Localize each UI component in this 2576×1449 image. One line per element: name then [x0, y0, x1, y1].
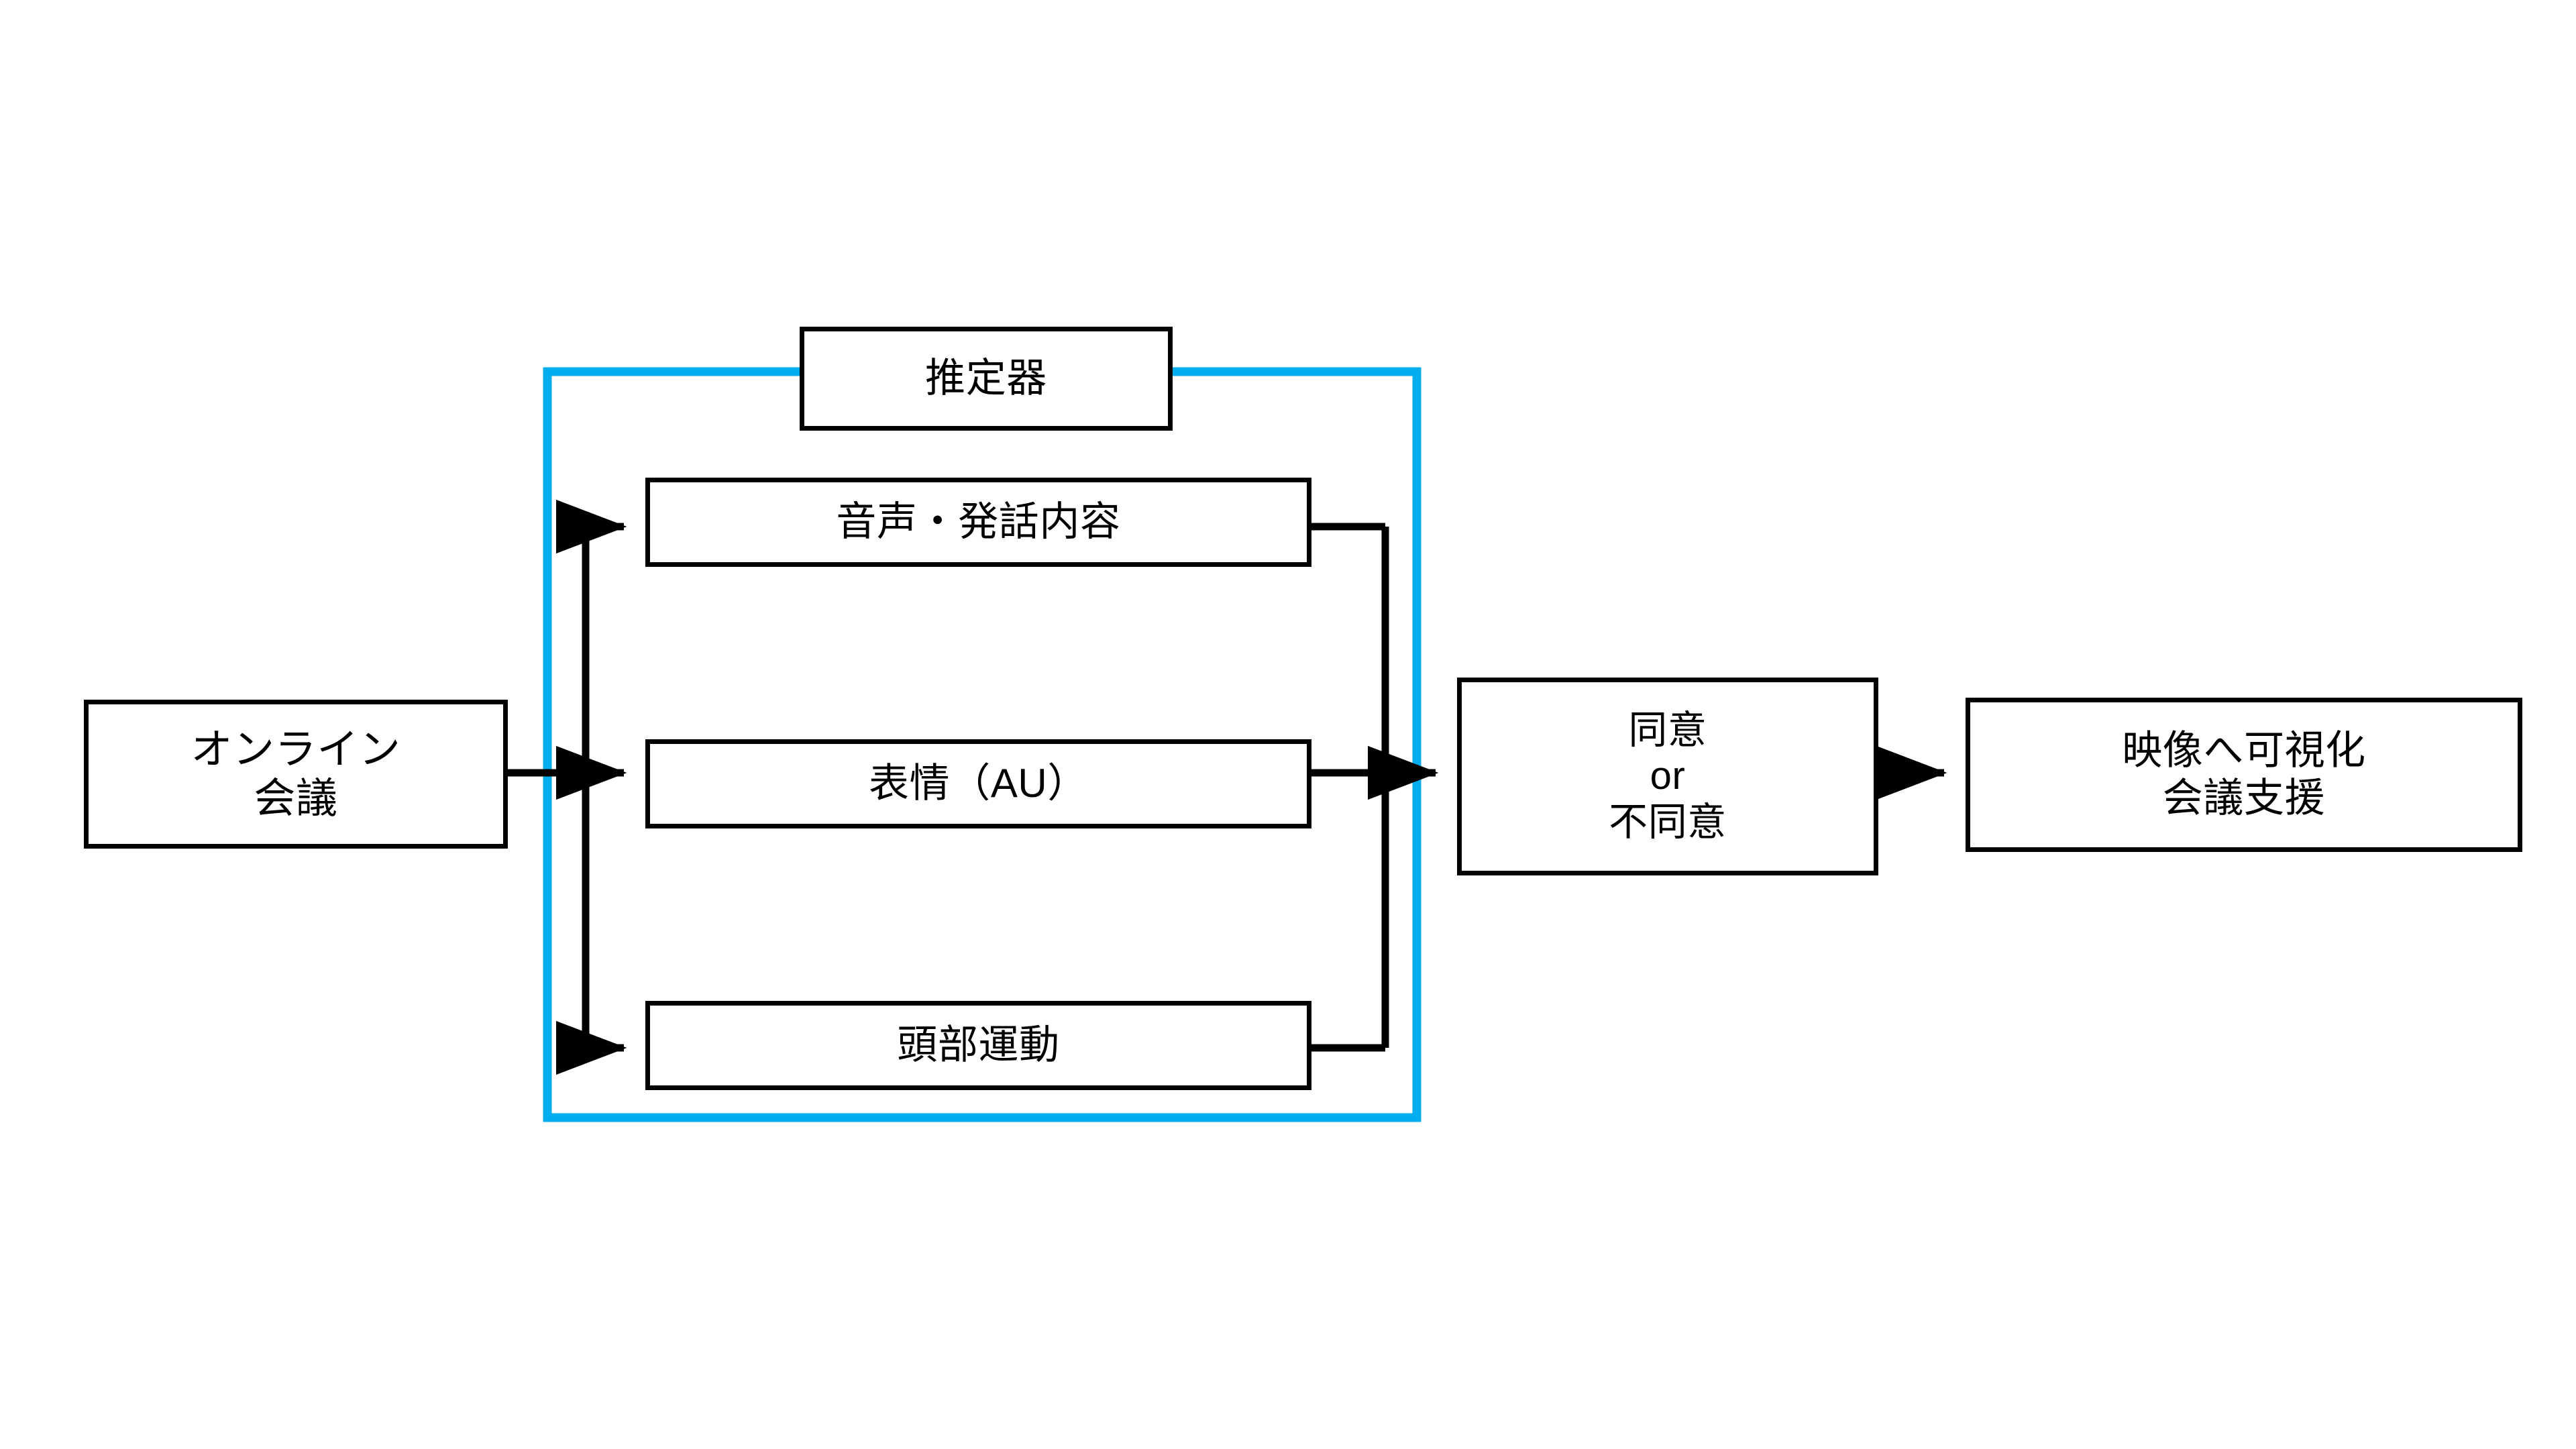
node-agree-or-disagree-label: 同意 or 不同意 — [1609, 708, 1727, 844]
node-visualization-support[interactable]: 映像へ可視化 会議支援 — [1966, 698, 2522, 852]
node-modality-facial-expression[interactable]: 表情（AU） — [645, 739, 1311, 828]
node-online-meeting-label: オンライン 会議 — [191, 726, 401, 822]
node-modality-facial-expression-label: 表情（AU） — [869, 761, 1088, 806]
edge-modalities-to-decision — [1311, 523, 1439, 1052]
node-online-meeting[interactable]: オンライン 会議 — [84, 700, 508, 849]
node-modality-speech-label: 音声・発話内容 — [836, 499, 1121, 545]
node-modality-head-motion-label: 頭部運動 — [897, 1022, 1060, 1068]
node-estimator[interactable]: 推定器 — [800, 327, 1173, 431]
node-estimator-label: 推定器 — [925, 356, 1047, 401]
edge-source-to-modalities — [508, 499, 627, 1075]
node-modality-head-motion[interactable]: 頭部運動 — [645, 1001, 1311, 1090]
node-modality-speech[interactable]: 音声・発話内容 — [645, 478, 1311, 567]
node-agree-or-disagree[interactable]: 同意 or 不同意 — [1457, 678, 1878, 875]
node-visualization-support-label: 映像へ可視化 会議支援 — [2122, 728, 2366, 820]
